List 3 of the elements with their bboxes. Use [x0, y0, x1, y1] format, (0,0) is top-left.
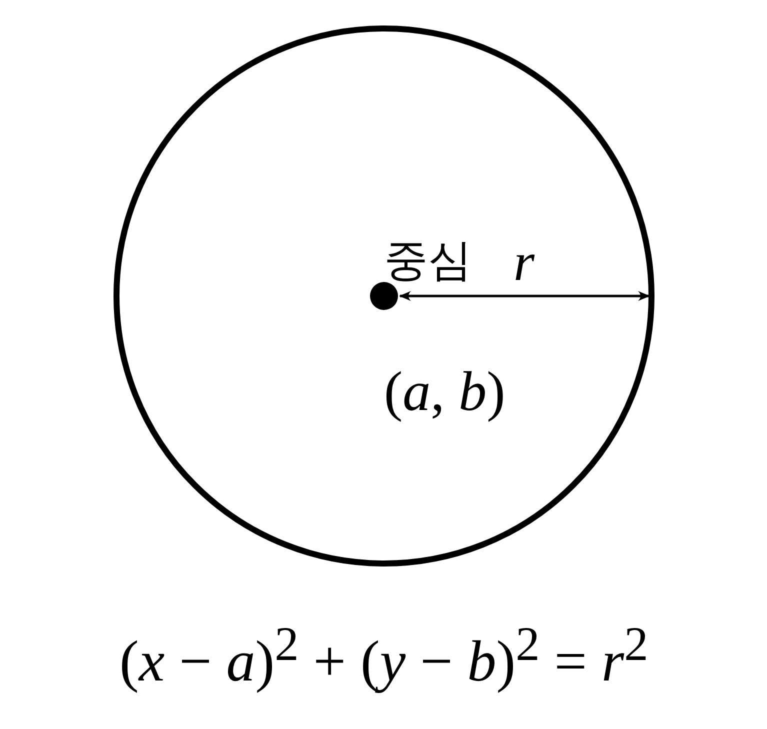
center-coordinates: (a, b)	[384, 364, 506, 420]
center-label: 중심	[384, 239, 472, 283]
dimension-label: r	[514, 235, 535, 289]
